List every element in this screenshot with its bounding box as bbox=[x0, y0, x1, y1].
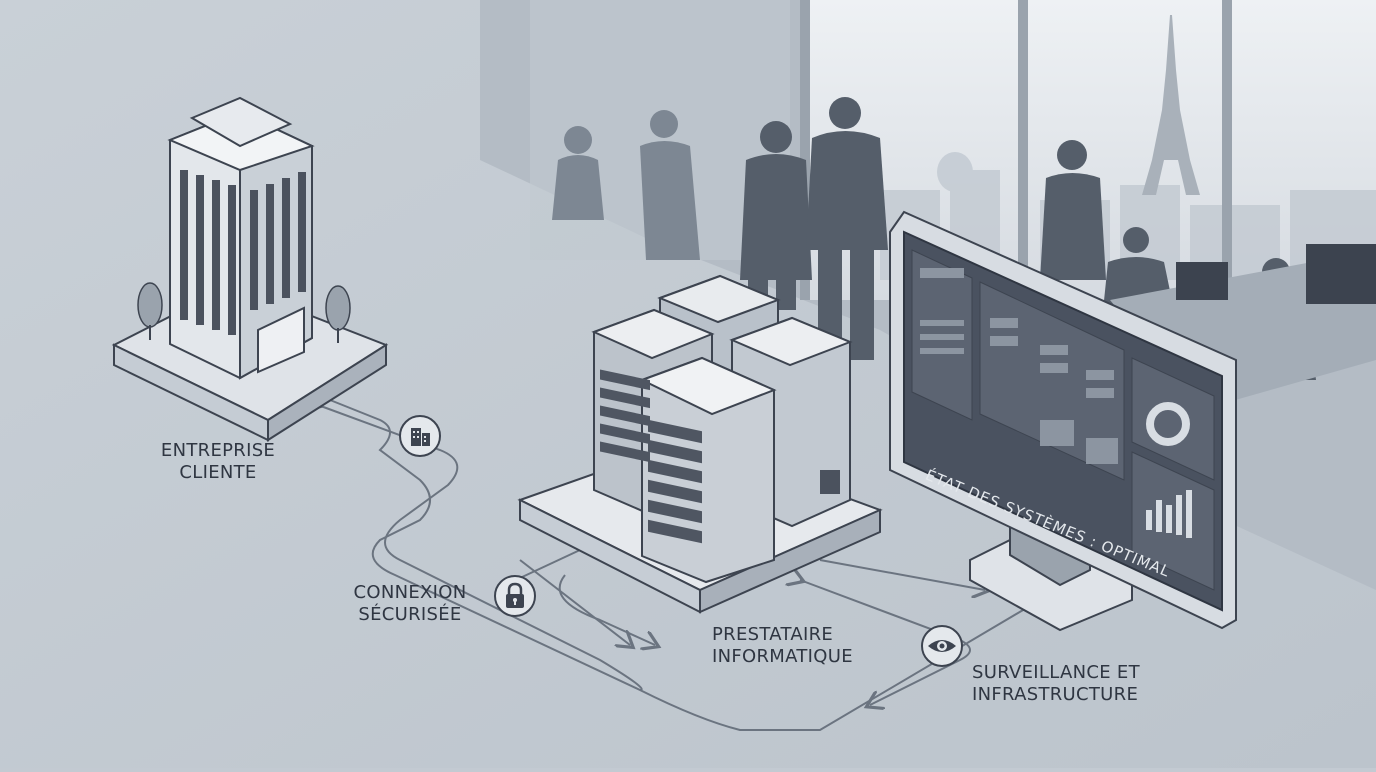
client-label-line2: CLIENTE bbox=[138, 462, 298, 484]
monitoring-label-line2: INFRASTRUCTURE bbox=[972, 684, 1172, 706]
eye-icon bbox=[920, 624, 964, 668]
provider-label: PRESTATAIRE INFORMATIQUE bbox=[712, 624, 892, 668]
connection-label-line1: CONNEXION bbox=[334, 582, 486, 604]
provider-label-line1: PRESTATAIRE bbox=[712, 624, 892, 646]
provider-label-line2: INFORMATIQUE bbox=[712, 646, 892, 668]
client-label: ENTREPRISE CLIENTE bbox=[138, 440, 298, 484]
building-icon bbox=[398, 414, 442, 458]
monitoring-label: SURVEILLANCE ET INFRASTRUCTURE bbox=[972, 662, 1172, 706]
monitoring-label-line1: SURVEILLANCE ET bbox=[972, 662, 1172, 684]
connection-label-line2: SÉCURISÉE bbox=[334, 604, 486, 626]
lock-icon bbox=[493, 574, 537, 618]
connection-label: CONNEXION SÉCURISÉE bbox=[334, 582, 486, 626]
client-label-line1: ENTREPRISE bbox=[138, 440, 298, 462]
